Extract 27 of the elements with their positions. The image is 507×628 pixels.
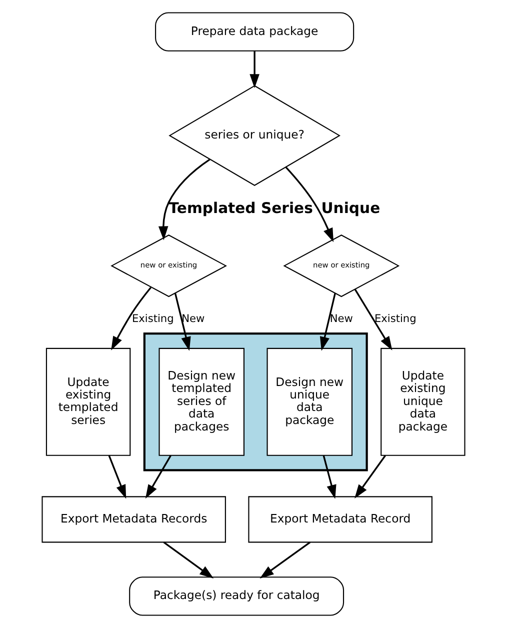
arrow xyxy=(354,455,386,498)
edge-label: New xyxy=(182,312,205,325)
edge-label: Unique xyxy=(321,200,380,218)
node-box: Update existing templated series xyxy=(46,348,131,456)
arrow xyxy=(158,158,210,240)
node-box: Export Metadata Records xyxy=(42,496,226,543)
arrow xyxy=(174,293,191,351)
node-box: Update existing unique data package xyxy=(380,348,466,456)
node-box: Export Metadata Record xyxy=(248,496,432,543)
node-box: Design new templated series of data packages xyxy=(158,348,244,456)
arrow xyxy=(260,542,311,578)
edge-label: Existing xyxy=(132,312,174,325)
arrow xyxy=(354,288,392,350)
edge-label: Existing xyxy=(374,312,416,325)
edge-label: Templated Series xyxy=(168,200,313,218)
node-box: Prepare data package xyxy=(155,12,354,52)
node-box: Package(s) ready for catalog xyxy=(129,576,344,616)
edge-label: New xyxy=(330,312,353,325)
arrow xyxy=(285,166,334,242)
cluster xyxy=(143,332,368,472)
arrow xyxy=(108,455,126,499)
arrow xyxy=(163,542,214,578)
arrow xyxy=(111,286,152,350)
node-diamond: series or unique? xyxy=(168,85,340,186)
node-box: Design new unique data package xyxy=(266,348,353,456)
arrow xyxy=(320,293,336,351)
arrow xyxy=(250,51,260,88)
